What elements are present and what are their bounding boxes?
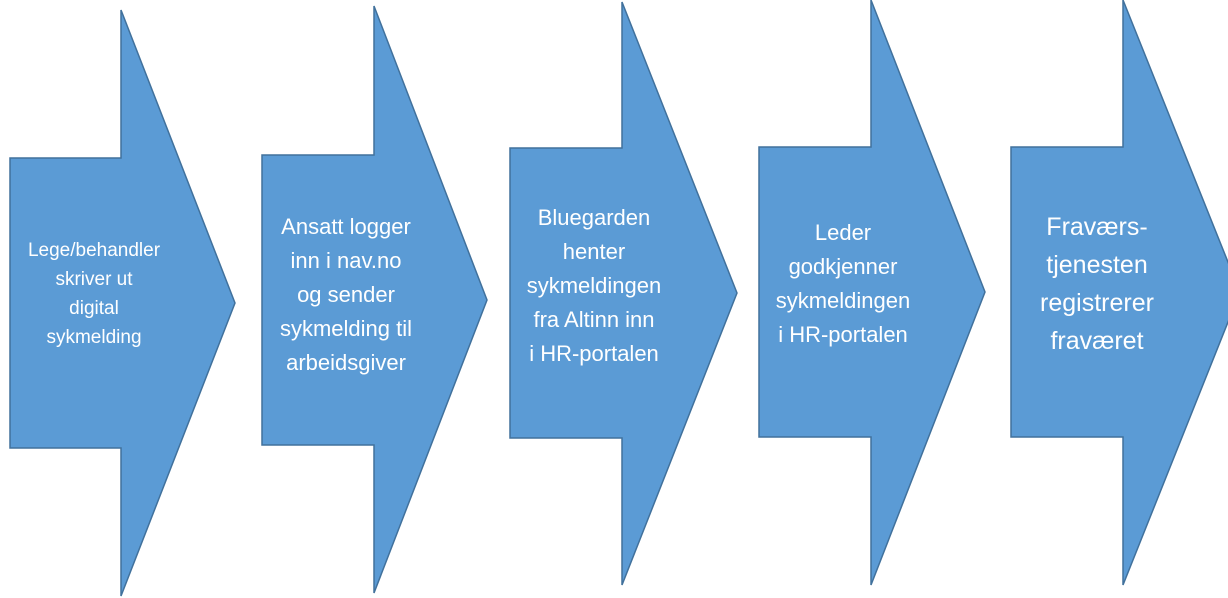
step-4-line: i HR-portalen [778,322,908,347]
step-3-line: Bluegarden [537,205,651,230]
step-3-line: i HR-portalen [529,341,659,366]
step-2-line: inn i nav.no [290,248,402,273]
step-4-line: godkjenner [788,254,898,279]
step-5-line: Fraværs- [1046,213,1148,241]
step-2-line: arbeidsgiver [286,350,406,375]
step-2-line: Ansatt logger [281,214,411,239]
step-2-line: og sender [297,282,395,307]
process-arrow-5 [1010,0,1228,586]
process-arrow-4 [758,0,986,586]
step-3-line: henter [562,239,626,264]
step-5-line: tjenesten [1046,251,1148,279]
process-arrow-3 [509,1,738,586]
step-1-line: sykmelding [46,327,142,348]
step-3-line: fra Altinn inn [533,307,655,332]
step-1-line: skriver ut [55,269,133,290]
step-1-label: Lege/behandler skriver ut digital sykmel… [10,236,178,352]
step-1-line: digital [69,298,119,319]
step-4-line: Leder [814,220,872,245]
step-1-line: Lege/behandler [27,240,161,261]
process-arrow-2 [261,5,488,594]
step-2-line: sykmelding til [279,316,413,341]
step-4-line: sykmeldingen [775,288,911,313]
step-2-label: Ansatt logger inn i nav.no og sender syk… [262,210,430,380]
step-5-label: Fraværs- tjenesten registrerer fraværet [1011,208,1183,360]
step-4-label: Leder godkjenner sykmeldingen i HR-porta… [759,216,927,352]
process-arrow-1 [9,9,236,597]
step-3-label: Bluegarden henter sykmeldingen fra Altin… [510,201,678,371]
step-5-line: registrerer [1040,289,1154,317]
step-3-line: sykmeldingen [526,273,662,298]
step-5-line: fraværet [1050,327,1144,355]
